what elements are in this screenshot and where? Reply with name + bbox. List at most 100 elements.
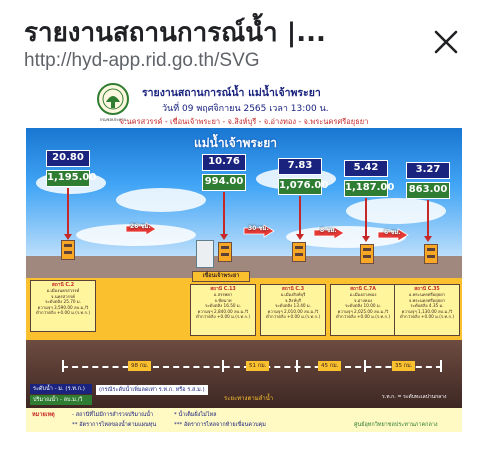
station-info-card: สถานี C.3 อ.เมืองสิงห์บุรี จ.สิงห์บุรี ร… <box>260 284 326 336</box>
water-level-value: 5.42 <box>344 160 388 177</box>
soil-layer <box>26 340 462 408</box>
datum-note: ร.ท.ก. = ระดับทะเลปานกลาง <box>382 394 447 400</box>
flow-rate-value: 1,195.00 <box>46 170 96 187</box>
station-detail: จ.อ่างทอง <box>353 297 373 303</box>
station-detail: ความจุฯ 2,840.00 ลบ.ม./วิ <box>197 308 249 314</box>
footer-note: ** อัตราการไหลของน้ำตามแผนทุน <box>72 422 157 428</box>
station-detail: ระดับตลิ่ง 16.50 ม. <box>205 303 241 309</box>
legend-flow-rate: ปริมาณน้ำ - ลบ.ม./วิ <box>30 395 92 405</box>
emblem-caption: กรมชลประทาน <box>99 117 127 122</box>
station-detail: จ.นครสวรรค์ <box>51 293 75 299</box>
station-pointer <box>67 188 69 236</box>
station-detail: ความจุฯ 1,130.00 ลบ.ม./วิ <box>401 308 453 314</box>
station-detail: ความจุฯ 2,010.00 ลบ.ม./วิ <box>267 308 319 314</box>
station-pointer <box>299 196 301 236</box>
distance-label: 98 กม. <box>128 361 152 371</box>
dam-icon <box>196 240 214 268</box>
footer-remark: หมายเหตุ <box>32 412 55 418</box>
station-pointer-head <box>64 234 72 240</box>
station-detail: ต่ำกว่าตลิ่ง +0.00 ม.(ร.ท.ก.) <box>335 314 391 320</box>
station-info-card: สถานี C.13 อ.สรรพยา จ.ชัยนาท ระดับตลิ่ง … <box>190 284 256 336</box>
station-detail: ระดับตลิ่ง 13.40 ม. <box>275 303 311 309</box>
flow-arrow <box>313 224 345 240</box>
gauge-station-icon <box>424 244 438 264</box>
station-pointer-head <box>220 234 228 240</box>
flow-rate-value: 1,076.00 <box>278 178 328 195</box>
report-station-route: จ.นครสวรรค์ - เขื่อนเจ้าพระยา - จ.สิงห์บ… <box>119 117 369 126</box>
water-level-value: 20.80 <box>46 150 90 167</box>
station-detail: อ.สรรพยา <box>213 292 233 298</box>
river-name: แม่น้ำเจ้าพระยา <box>194 136 278 150</box>
station-detail: ต่ำกว่าตลิ่ง +0.00 ม.(ร.ท.ก.) <box>265 314 321 320</box>
soil-layer <box>26 256 462 278</box>
flow-arrow <box>377 226 409 242</box>
distance-label: 45 กม. <box>318 361 342 371</box>
station-detail: อ.พระนครศรีอยุธยา <box>408 292 446 298</box>
station-info-card: สถานี C.7A อ.เมืองอ่างทอง จ.อ่างทอง ระดั… <box>330 284 396 336</box>
page-url[interactable]: http://hyd-app.rid.go.th/SVG <box>24 50 260 71</box>
footer-note: - สถานีที่ไม่มีการสำรวจปริมาณน้ำ <box>72 412 154 418</box>
station-detail: ความจุฯ 3,590.00 ลบ.ม./วิ <box>37 304 89 310</box>
report-footer: หมายเหตุ - สถานีที่ไม่มีการสำรวจปริมาณน้… <box>26 408 462 432</box>
gauge-station-icon <box>218 242 232 262</box>
station-pointer-head <box>424 236 432 242</box>
flow-rate-value: 863.00 <box>406 182 450 199</box>
flow-arrow <box>243 222 275 238</box>
distance-tick <box>296 360 298 372</box>
station-detail: ต่ำกว่าตลิ่ง +0.00 ม.(ร.ท.ก.) <box>35 310 91 316</box>
water-level-value: 10.76 <box>202 154 246 171</box>
travel-time-label: 8 ชม. <box>320 227 337 234</box>
station-code: สถานี C.13 <box>210 287 236 292</box>
station-detail: ต่ำกว่าตลิ่ง +0.00 ม.(ร.ท.ก.) <box>195 314 251 320</box>
station-detail: ระดับตลิ่ง 4.35 ม. <box>410 303 444 309</box>
water-route-label: ระยะทางตามลำน้ำ <box>224 395 274 402</box>
station-detail: จ.พระนครศรีอยุธยา <box>408 297 446 303</box>
station-code: สถานี C.3 <box>281 287 305 292</box>
footer-note: * น้ำเต็มฝั่งไม่ไหล <box>174 412 217 418</box>
station-detail: จ.สิงห์บุรี <box>284 297 302 303</box>
cloud <box>346 198 446 224</box>
distance-tick <box>62 360 64 372</box>
station-detail: ระดับตลิ่ง 25.70 ม. <box>45 299 81 305</box>
station-pointer <box>223 192 225 236</box>
legend-water-level: ระดับน้ำ - ม. (ร.ท.ก.) <box>30 384 92 394</box>
station-code: สถานี C.35 <box>414 287 440 292</box>
travel-time-label: 30 ชม. <box>248 225 269 232</box>
station-detail: จ.ชัยนาท <box>214 297 232 303</box>
station-info-card: สถานี C.35 อ.พระนครศรีอยุธยา จ.พระนครศรี… <box>394 284 460 336</box>
station-detail: อ.เมืองอ่างทอง <box>349 292 377 298</box>
travel-time-label: 26 ชม. <box>130 223 151 230</box>
water-level-value: 7.83 <box>278 158 322 175</box>
distance-tick <box>222 360 224 372</box>
station-detail: ระดับตลิ่ง 10.00 ม. <box>345 303 381 309</box>
cloud <box>76 224 196 246</box>
legend-note: (กรณีระดับน้ำเพิ่มลดเท่า ร.ท.ก. หรือ ร.ส… <box>96 385 208 395</box>
report-header: กรมชลประทาน รายงานสถานการณ์น้ำ แม่น้ำเจ้… <box>26 82 462 126</box>
rid-emblem-icon <box>96 82 130 116</box>
distance-label: 35 กม. <box>392 361 416 371</box>
cloud <box>116 188 206 212</box>
distance-label: 51 กม. <box>246 361 270 371</box>
station-detail: อ.เมืองสิงห์บุรี <box>280 292 306 298</box>
water-report-image[interactable]: กรมชลประทาน รายงานสถานการณ์น้ำ แม่น้ำเจ้… <box>26 82 462 432</box>
gauge-station-icon <box>292 242 306 262</box>
station-code: สถานี C.7A <box>350 287 376 292</box>
travel-time-label: 6 ชม. <box>384 229 401 236</box>
station-pointer-head <box>296 234 304 240</box>
station-detail: ต่ำกว่าตลิ่ง +0.00 ม.(ร.ท.ก.) <box>399 314 455 320</box>
river-diagram: แม่น้ำเจ้าพระยา 20.80 1,195.00 10.76 994… <box>26 128 462 408</box>
report-date: วันที่ 09 พฤศจิกายน 2565 เวลา 13:00 น. <box>162 104 329 114</box>
station-pointer <box>427 200 429 238</box>
station-pointer-head <box>362 236 370 242</box>
flow-rate-value: 1,187.00 <box>344 180 394 197</box>
browser-top-bar: รายงานสถานการณ์น้ำ |... http://hyd-app.r… <box>0 0 487 80</box>
flow-rate-value: 994.00 <box>202 174 246 191</box>
station-pointer <box>365 198 367 238</box>
footer-center-name: ศูนย์อุทกวิทยาชลประทานภาคกลาง <box>354 422 438 428</box>
close-button[interactable] <box>428 24 464 60</box>
flow-arrow <box>125 220 157 236</box>
water-level-value: 3.27 <box>406 162 450 179</box>
dam-label: เขื่อนเจ้าพระยา <box>192 271 250 282</box>
report-title: รายงานสถานการณ์น้ำ แม่น้ำเจ้าพระยา <box>142 87 321 99</box>
distance-tick <box>364 360 366 372</box>
